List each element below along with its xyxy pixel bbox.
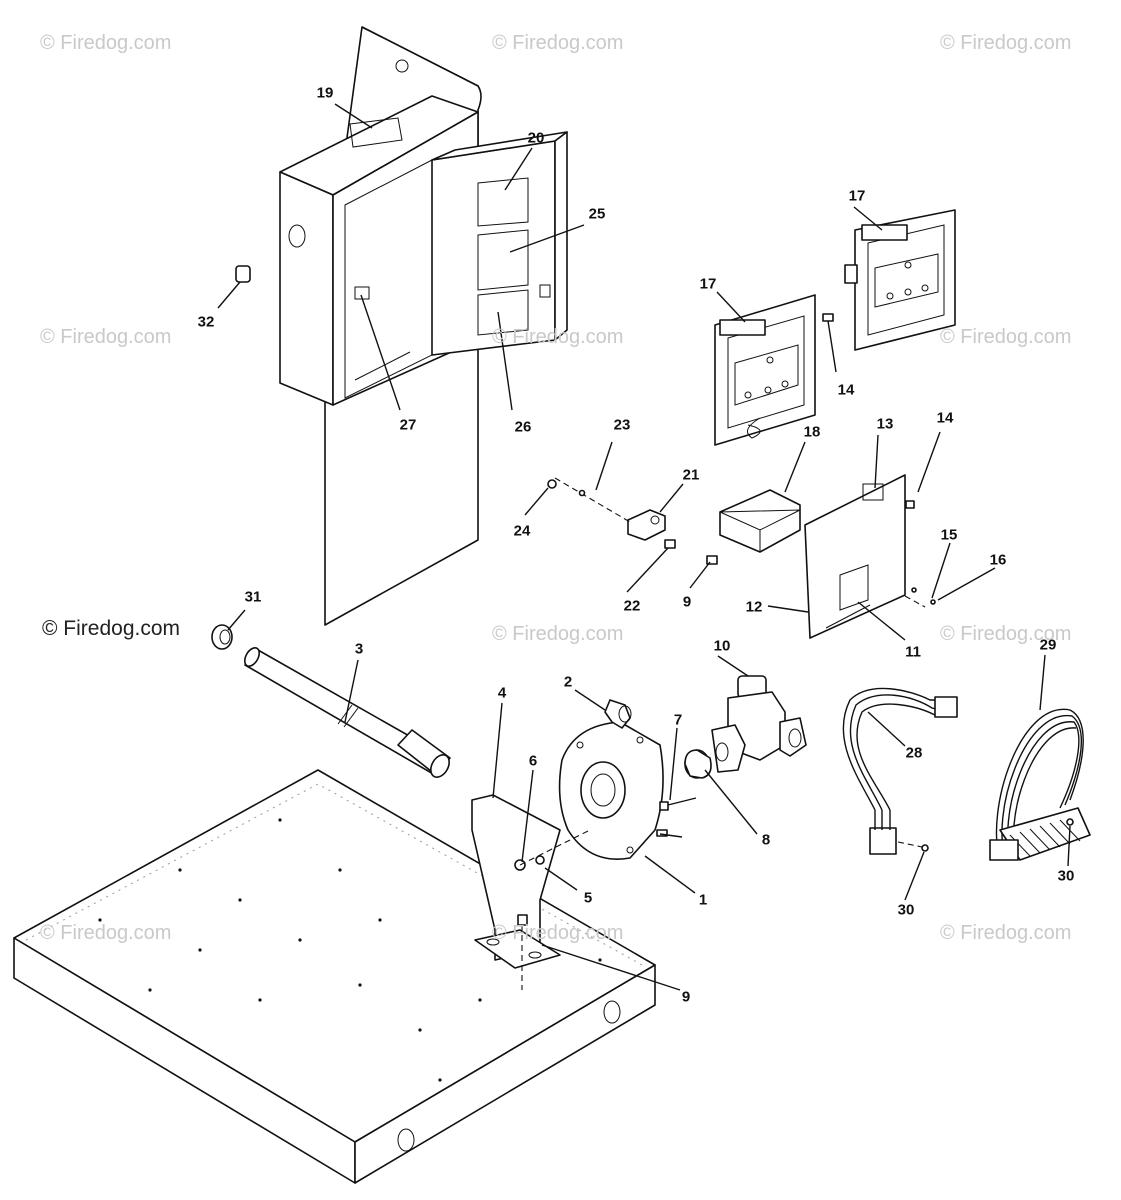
watermark: © Firedog.com (492, 922, 624, 944)
part-label-15: 15 (940, 526, 958, 544)
part-label-17b: 17 (848, 187, 866, 205)
clip-32 (217, 265, 251, 309)
part-label-9a: 9 (682, 593, 692, 611)
part-label-11: 11 (905, 643, 921, 661)
bracket-21 (627, 509, 666, 541)
part-label-6: 6 (528, 752, 538, 770)
part-label-24: 24 (513, 522, 531, 540)
part-label-5: 5 (583, 889, 593, 907)
part-label-26: 26 (514, 418, 532, 436)
part-label-12: 12 (745, 598, 763, 616)
part-label-14a: 14 (837, 381, 855, 399)
wire-harness-29 (989, 708, 1091, 861)
watermark: © Firedog.com (40, 922, 172, 944)
gas-valve-icon (711, 675, 807, 773)
watermark: © Firedog.com (492, 32, 624, 54)
watermark: © Firedog.com (492, 326, 624, 348)
bracket-4 (471, 794, 561, 990)
leader-lines (227, 103, 1071, 991)
relay-18 (719, 489, 801, 553)
part-label-22: 22 (623, 597, 641, 615)
watermark: © Firedog.com (492, 623, 624, 645)
part-label-3: 3 (354, 640, 364, 658)
part-label-17a: 17 (699, 275, 717, 293)
screw-7 (659, 797, 697, 811)
watermark: © Firedog.com (40, 32, 172, 54)
control-enclosure (279, 26, 568, 626)
wire-harness-icon (842, 687, 958, 855)
part-label-13: 13 (876, 415, 894, 433)
part-label-20: 20 (527, 129, 545, 147)
watermark: © Firedog.com (40, 326, 172, 348)
part-label-31: 31 (244, 588, 262, 606)
part-label-28: 28 (905, 744, 923, 762)
part-label-18: 18 (803, 423, 821, 441)
base-pan (13, 769, 656, 1184)
part-label-27: 27 (399, 416, 417, 434)
part-label-25: 25 (588, 205, 606, 223)
screw-14b (905, 500, 915, 509)
part-label-1: 1 (698, 891, 708, 909)
part-label-16: 16 (989, 551, 1007, 569)
part-label-30b: 30 (897, 901, 915, 919)
screw-14 (822, 313, 834, 322)
control-panel-icon (714, 209, 956, 446)
fitting-8 (684, 749, 712, 779)
watermark: © Firedog.com (940, 922, 1072, 944)
part-label-32: 32 (197, 313, 215, 331)
part-label-21: 21 (682, 466, 700, 484)
fitting-31 (211, 624, 233, 650)
part-label-7: 7 (673, 711, 683, 729)
part-label-4: 4 (497, 684, 507, 702)
part-label-2: 2 (563, 673, 573, 691)
watermark: © Firedog.com (940, 326, 1072, 348)
part-label-14b: 14 (936, 409, 954, 427)
blower-icon (558, 721, 664, 860)
part-label-19: 19 (316, 84, 334, 102)
control-board (804, 474, 906, 639)
watermark: © Firedog.com (42, 617, 181, 640)
part-label-9b: 9 (681, 988, 691, 1006)
watermark: © Firedog.com (940, 32, 1072, 54)
elbow-2 (604, 699, 632, 729)
part-label-23: 23 (613, 416, 631, 434)
part-label-8: 8 (761, 831, 771, 849)
part-label-10: 10 (713, 637, 731, 655)
watermark: © Firedog.com (940, 623, 1072, 645)
part-label-29: 29 (1039, 636, 1057, 654)
part-label-30a: 30 (1057, 867, 1075, 885)
